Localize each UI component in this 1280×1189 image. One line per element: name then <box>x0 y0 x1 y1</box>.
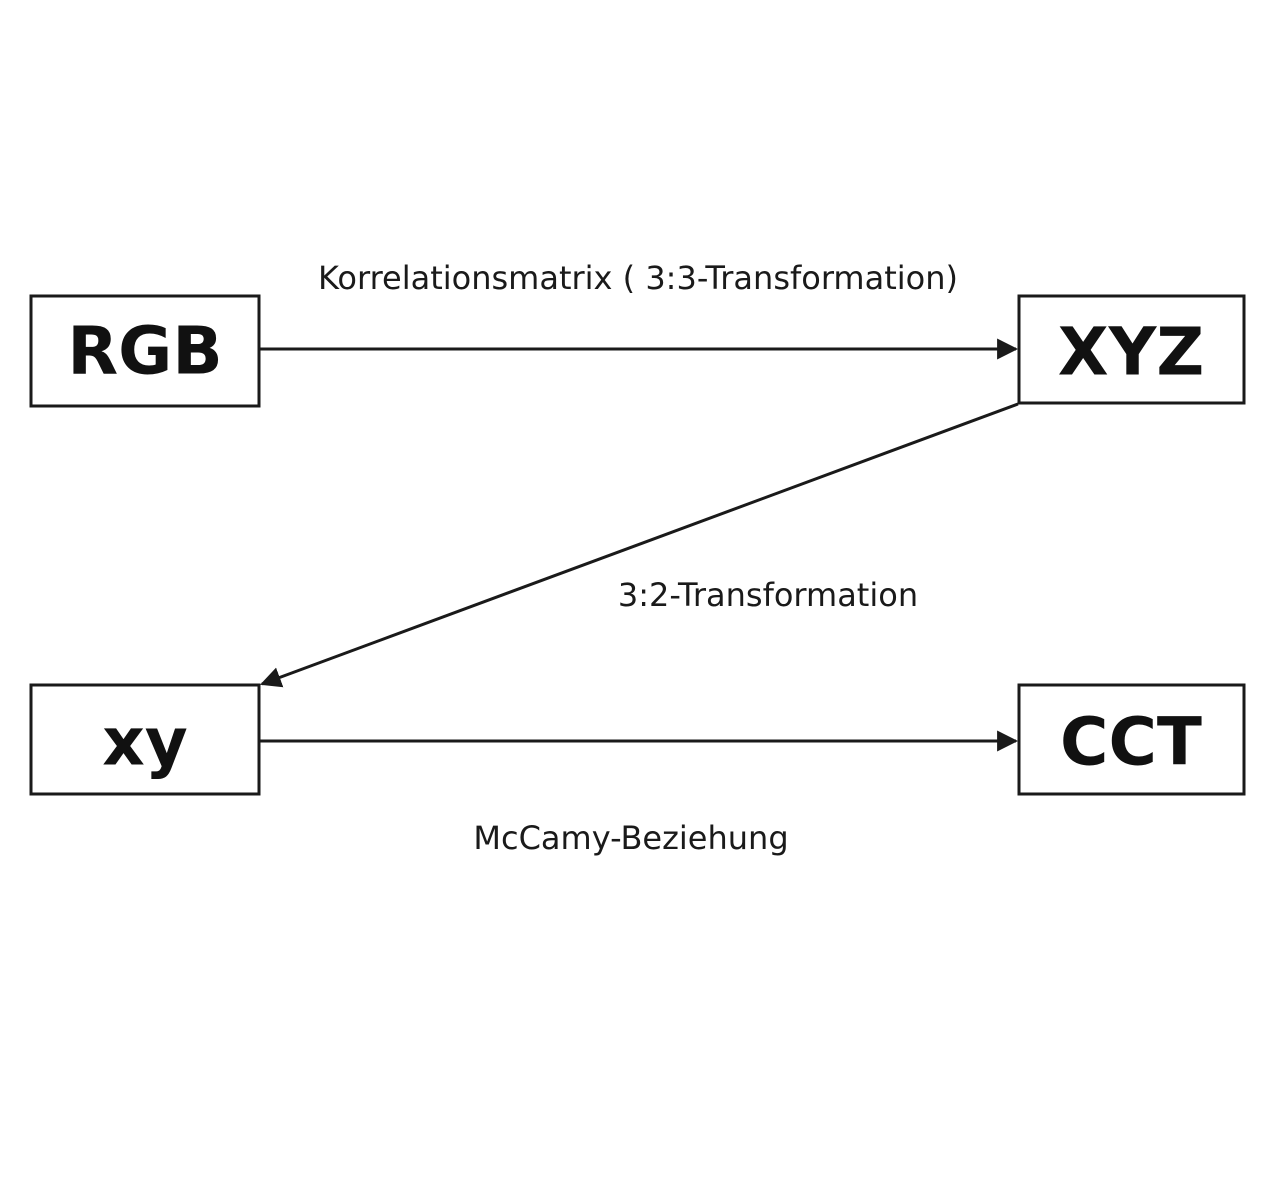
edge-xyz-to-xy <box>260 402 1019 688</box>
node-rgb-box <box>29 294 261 408</box>
edge-label-xy-to-cct: McCamy-Beziehung <box>473 819 788 857</box>
node-cct-label: CCT <box>1060 704 1202 781</box>
node-rgb: RGB <box>29 294 261 408</box>
node-xy: xy <box>29 683 261 796</box>
node-xy-label: xy <box>102 704 188 781</box>
edge-label-rgb-to-xyz: Korrelationsmatrix ( 3:3-Transformation) <box>318 259 958 297</box>
node-xyz: XYZ <box>1017 294 1246 405</box>
node-xy-box <box>29 683 261 796</box>
node-rgb-label: RGB <box>67 313 222 390</box>
node-cct: CCT <box>1017 683 1246 796</box>
node-cct-box <box>1017 683 1246 796</box>
edge-label-xyz-to-xy: 3:2-Transformation <box>618 576 918 614</box>
node-xyz-label: XYZ <box>1058 314 1205 391</box>
node-xyz-box <box>1017 294 1246 405</box>
